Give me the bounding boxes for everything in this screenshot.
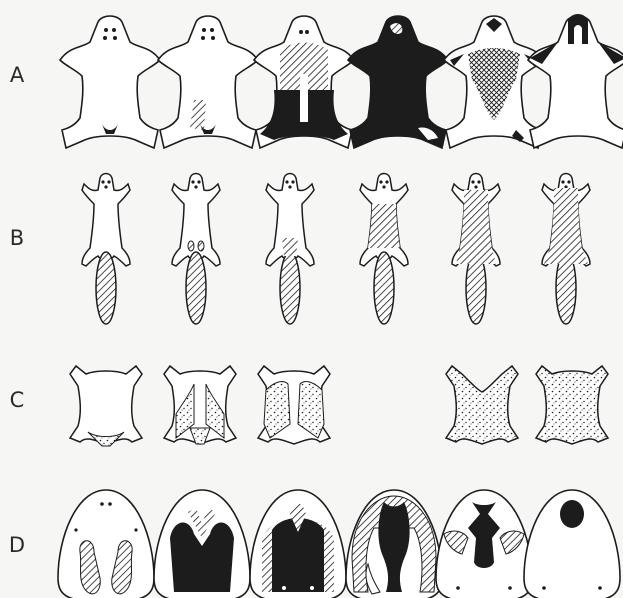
specimen-c1 (70, 366, 142, 446)
specimen-a2 (158, 16, 258, 148)
specimen-b5 (452, 174, 500, 325)
specimen-a1 (60, 16, 160, 148)
specimen-b4 (360, 174, 408, 325)
specimen-b6 (542, 174, 590, 325)
specimen-a5 (444, 16, 544, 148)
specimen-d1 (58, 490, 154, 598)
specimen-c3 (258, 366, 330, 444)
specimen-d3 (250, 490, 346, 598)
specimen-d2 (154, 490, 250, 598)
specimen-c4 (446, 366, 518, 444)
specimen-a3 (254, 16, 354, 148)
specimen-a4 (348, 16, 448, 148)
specimen-c5 (536, 366, 608, 444)
specimen-d6 (524, 490, 620, 598)
specimen-d5 (436, 490, 532, 598)
specimen-c2 (164, 366, 236, 444)
specimen-b3 (266, 174, 314, 325)
specimen-d4 (346, 490, 442, 598)
specimen-b1 (82, 174, 130, 325)
specimen-b2 (172, 174, 220, 325)
specimen-a6 (528, 14, 623, 148)
